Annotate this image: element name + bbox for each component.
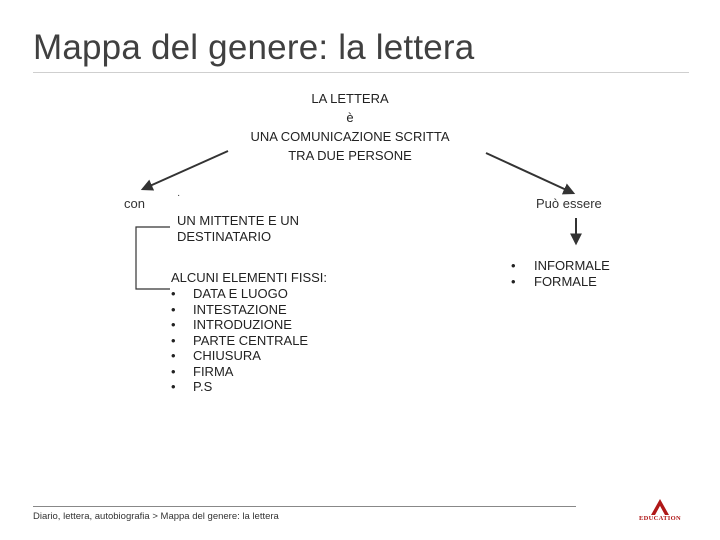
label-con: con <box>124 196 145 211</box>
list-item: •FORMALE <box>511 274 597 289</box>
list-item: •INFORMALE <box>511 258 610 273</box>
bullet-icon: • <box>171 286 176 301</box>
bullet-icon: • <box>511 274 516 289</box>
title-divider <box>33 72 689 73</box>
list-item: •INTESTAZIONE <box>171 301 287 317</box>
list-item: •FIRMA <box>171 363 234 379</box>
bullet-icon: • <box>171 332 176 348</box>
logo-text: EDUCATION <box>639 515 681 522</box>
footer-divider <box>33 506 576 507</box>
bullet-icon: • <box>511 258 516 273</box>
central-definition-line1: UNA COMUNICAZIONE SCRITTA <box>250 129 450 144</box>
bullet-icon: • <box>171 317 176 332</box>
list-item: •INTRODUZIONE <box>171 317 292 332</box>
list-item: •DATA E LUOGO <box>171 286 288 301</box>
bullet-icon: • <box>171 348 176 363</box>
bullet-icon: • <box>171 301 176 317</box>
label-puo-essere: Può essere <box>536 196 602 211</box>
page-title: Mappa del genere: la lettera <box>33 28 475 67</box>
separator-dot: · <box>177 190 181 201</box>
letter-types-list: •INFORMALE •FORMALE <box>511 258 610 290</box>
list-item: •CHIUSURA <box>171 348 261 363</box>
bullet-icon: • <box>171 363 176 379</box>
central-title: LA LETTERA <box>311 91 389 106</box>
central-definition-line2: TRA DUE PERSONE <box>288 148 412 163</box>
bullet-icon: • <box>171 379 176 394</box>
elements-heading: ALCUNI ELEMENTI FISSI: <box>171 270 328 285</box>
arrow-to-puo-essere <box>485 152 576 195</box>
footer-breadcrumb: Diario, lettera, autobiografia > Mappa d… <box>33 511 279 522</box>
list-item: •P.S <box>171 379 213 394</box>
arrow-to-con <box>140 150 229 191</box>
central-verb: è <box>346 110 354 125</box>
list-item: •PARTE CENTRALE <box>171 332 309 348</box>
fixed-elements-list: •DATA E LUOGO •INTESTAZIONE •INTRODUZION… <box>171 286 308 395</box>
mittente-destinatario-text: UN MITTENTE E UN DESTINATARIO <box>177 213 300 244</box>
central-concept: LA LETTERA è UNA COMUNICAZIONE SCRITTA T… <box>200 89 500 165</box>
logo-mark-icon <box>651 499 669 515</box>
bracket-mittente <box>135 226 170 290</box>
publisher-logo: EDUCATION <box>636 498 684 524</box>
